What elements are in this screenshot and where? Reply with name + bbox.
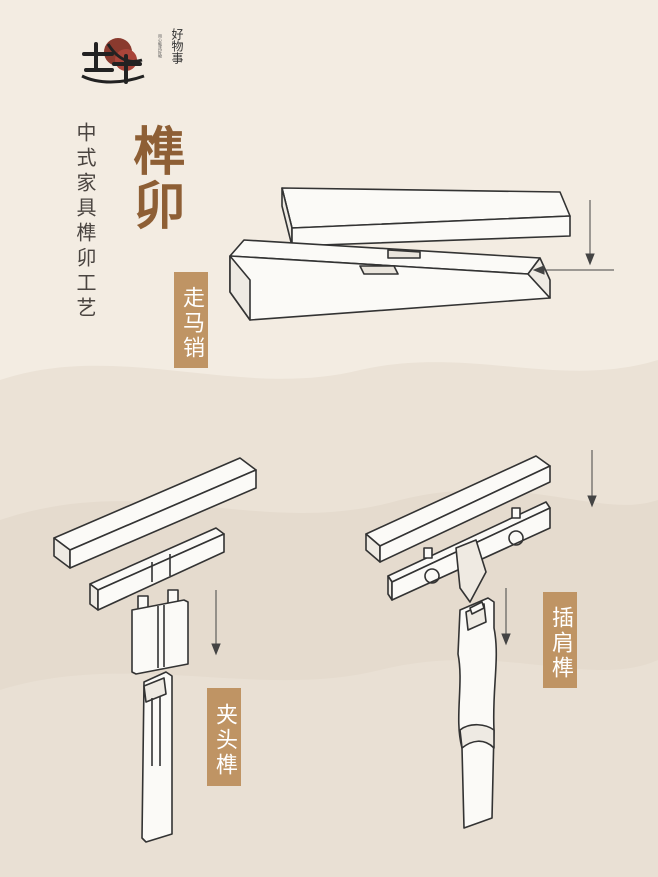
brand-logo (81, 38, 145, 84)
brand-tagline: 用心甄选好物 (158, 34, 163, 58)
joint-label-chajiansun: 插肩榫 (543, 592, 577, 688)
page-subtitle: 中式家具榫卯工艺 (73, 122, 97, 322)
page-title: 榫卯 (124, 124, 185, 232)
chajiansun-diagram (365, 450, 597, 829)
brand-name: 好物事 (170, 28, 184, 64)
jiatousun-diagram (53, 457, 257, 843)
joint-label-jiatousun: 夹头榫 (207, 688, 241, 786)
joint-label-zoumaxiao: 走马销 (174, 272, 208, 368)
zoumaxiao-diagram (229, 187, 614, 321)
